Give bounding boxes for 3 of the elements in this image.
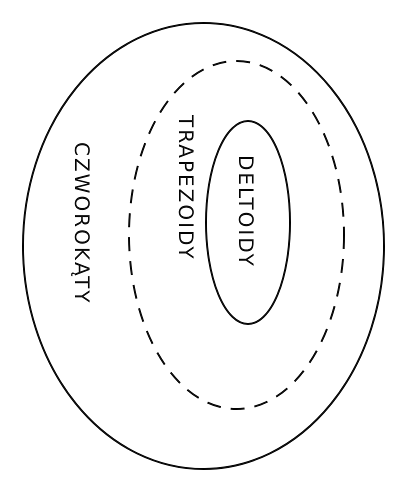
set-label: TRAPEZOIDY: [176, 115, 196, 261]
set-label: CZWOROKĄTY: [72, 142, 92, 304]
set-label: DELTOIDY: [236, 155, 256, 268]
